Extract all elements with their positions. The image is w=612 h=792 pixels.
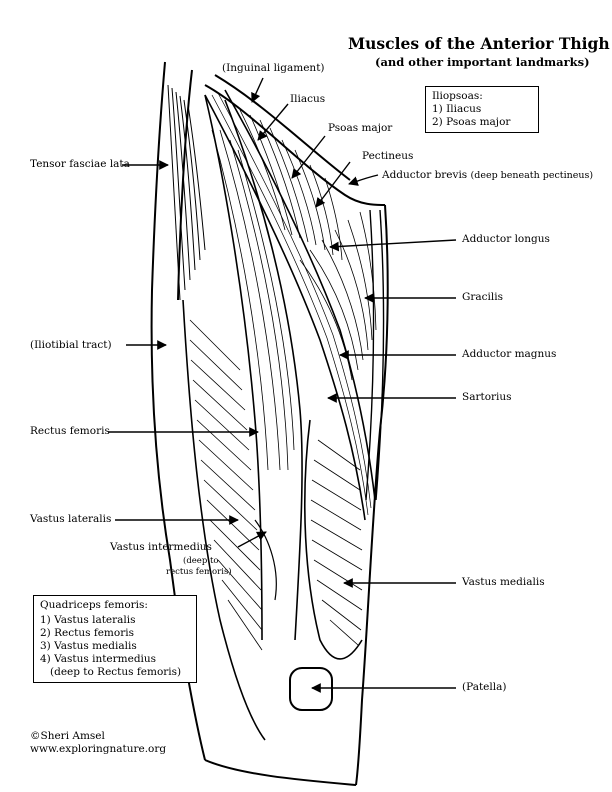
quadriceps-item: 3) Vastus medialis [40, 640, 137, 652]
quadriceps-item: 4) Vastus intermedius [40, 653, 157, 665]
quadriceps-item: 1) Vastus lateralis [40, 614, 136, 626]
iliopsoas-heading: Iliopsoas: [432, 90, 483, 102]
quadriceps-box: Quadriceps femoris: 1) Vastus lateralis … [33, 595, 197, 683]
quadriceps-item-note: (deep to Rectus femoris) [50, 666, 182, 678]
pointer-adductor-brevis [348, 174, 379, 186]
adductor-brevis-name: Adductor brevis [382, 169, 468, 181]
label-psoas-major: Psoas major [328, 122, 393, 134]
label-pointers [108, 77, 457, 693]
label-adductor-brevis: Adductor brevis (deep beneath pectineus) [382, 169, 593, 181]
pointer-pectineus [315, 161, 351, 208]
iliopsoas-item: 1) Iliacus [432, 103, 482, 115]
page-subtitle: (and other important landmarks) [375, 55, 590, 69]
label-iliacus: Iliacus [290, 93, 326, 105]
patella-shape [289, 667, 333, 711]
label-gracilis: Gracilis [462, 291, 504, 303]
rectus-femoris-shape [204, 94, 303, 641]
label-patella: (Patella) [462, 681, 507, 693]
pointer-adductor-longus [329, 239, 457, 252]
iliopsoas-box: Iliopsoas: 1) Iliacus 2) Psoas major [425, 86, 539, 133]
sartorius-fibers [211, 92, 372, 516]
pointer-vastus-intermedius [237, 531, 267, 548]
pointer-iliacus [257, 103, 289, 141]
rectus-femoris-fibers [211, 129, 295, 471]
label-sartorius: Sartorius [462, 391, 512, 403]
adductor-fibers [299, 211, 377, 381]
label-adductor-magnus: Adductor magnus [462, 348, 557, 360]
vastus-lateralis-fibers [189, 319, 263, 651]
pointer-inguinal [251, 77, 264, 103]
label-iliotibial-tract: (Iliotibial tract) [30, 339, 112, 351]
label-pectineus: Pectineus [362, 150, 414, 162]
label-vastus-lateralis: Vastus lateralis [30, 513, 112, 525]
label-tensor-fasciae-lata: Tensor fasciae lata [30, 158, 130, 170]
quadriceps-item: 2) Rectus femoris [40, 627, 134, 639]
footer: ©Sheri Amsel www.exploringnature.org [30, 730, 166, 756]
copyright-text: ©Sheri Amsel [30, 730, 105, 742]
label-vastus-medialis: Vastus medialis [462, 576, 545, 588]
vastus-medialis-shape [304, 419, 363, 660]
gracilis-shape [365, 209, 385, 501]
iliopsoas-item: 2) Psoas major [432, 116, 511, 128]
label-vastus-intermedius-note-2: rectus femoris) [166, 567, 232, 577]
sartorius-shape [204, 89, 376, 521]
adductor-brevis-note: (deep beneath pectineus) [470, 170, 594, 181]
pointer-psoas [291, 135, 326, 179]
label-inguinal-ligament: (Inguinal ligament) [222, 62, 325, 74]
quadriceps-heading: Quadriceps femoris: [40, 599, 148, 611]
vastus-lateralis-shape [182, 299, 266, 741]
page-title: Muscles of the Anterior Thigh [348, 34, 610, 53]
tensor-fasciae-lata [167, 84, 206, 301]
label-adductor-longus: Adductor longus [462, 233, 550, 245]
label-rectus-femoris: Rectus femoris [30, 425, 110, 437]
website-text: www.exploringnature.org [30, 743, 167, 755]
label-vastus-intermedius-note-1: (deep to [183, 556, 219, 566]
label-vastus-intermedius: Vastus intermedius [110, 541, 212, 553]
vastus-intermedius-shape [254, 519, 277, 601]
vastus-medialis-fibers [310, 439, 363, 646]
